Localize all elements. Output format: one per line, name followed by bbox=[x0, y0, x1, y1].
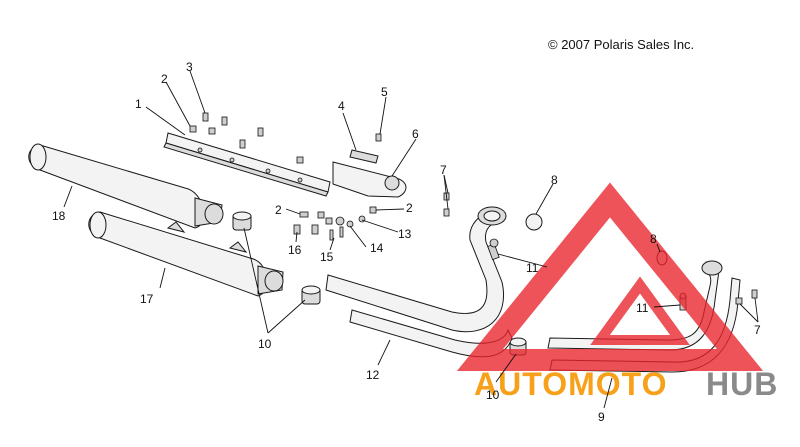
callout-14: 14 bbox=[370, 241, 384, 255]
callout-9: 9 bbox=[598, 410, 605, 424]
muffler-lower bbox=[88, 211, 284, 297]
leader-lines bbox=[63, 70, 759, 409]
callout-2-right: 2 bbox=[406, 201, 413, 215]
callout-7-left: 7 bbox=[440, 163, 447, 177]
o2-sensor-left bbox=[487, 238, 500, 261]
callout-10-left: 10 bbox=[258, 337, 272, 351]
callout-8-right: 8 bbox=[650, 232, 657, 246]
callout-6: 6 bbox=[412, 127, 419, 141]
callout-13: 13 bbox=[398, 227, 412, 241]
callout-8-left: 8 bbox=[551, 173, 558, 187]
callout-12: 12 bbox=[366, 368, 380, 382]
callout-3: 3 bbox=[186, 60, 193, 74]
watermark-text-secondary: HUB bbox=[706, 366, 778, 402]
callout-15: 15 bbox=[320, 250, 334, 264]
watermark-logo bbox=[456, 182, 764, 371]
muffler-upper bbox=[28, 143, 224, 229]
header-pipe-rear bbox=[325, 206, 513, 358]
callout-11-left: 11 bbox=[526, 261, 539, 275]
callout-11-right: 11 bbox=[636, 301, 649, 315]
heat-shield-bracket bbox=[332, 133, 407, 198]
gasket-left bbox=[525, 213, 543, 231]
bracket-bolts bbox=[189, 112, 304, 164]
callout-2-mid: 2 bbox=[275, 203, 282, 217]
clamp-upper bbox=[232, 211, 252, 231]
watermark-triangle-inner bbox=[590, 276, 690, 345]
watermark-text-primary: AUTOMOTO bbox=[474, 366, 667, 402]
callout-10-front: 10 bbox=[486, 388, 500, 402]
callout-labels: 1 2 3 4 5 6 7 8 2 2 13 14 15 16 11 18 17… bbox=[52, 60, 761, 424]
callout-16: 16 bbox=[288, 243, 302, 257]
mounting-bracket bbox=[163, 132, 331, 197]
callout-5: 5 bbox=[381, 85, 388, 99]
callout-18: 18 bbox=[52, 209, 66, 223]
callout-7-right: 7 bbox=[754, 323, 761, 337]
callout-4: 4 bbox=[338, 99, 345, 113]
callout-2-top: 2 bbox=[161, 72, 168, 86]
fasteners-mid bbox=[293, 192, 450, 241]
watermark-wordmark: AUTOMOTO HUB bbox=[474, 366, 778, 402]
callout-1: 1 bbox=[135, 97, 142, 111]
fastener-right-b bbox=[751, 289, 758, 299]
clamp-lower bbox=[301, 285, 321, 305]
watermark-triangle-outer bbox=[456, 182, 764, 371]
callout-17: 17 bbox=[140, 292, 154, 306]
copyright-text: © 2007 Polaris Sales Inc. bbox=[548, 37, 694, 52]
fastener-right-a bbox=[735, 297, 743, 305]
